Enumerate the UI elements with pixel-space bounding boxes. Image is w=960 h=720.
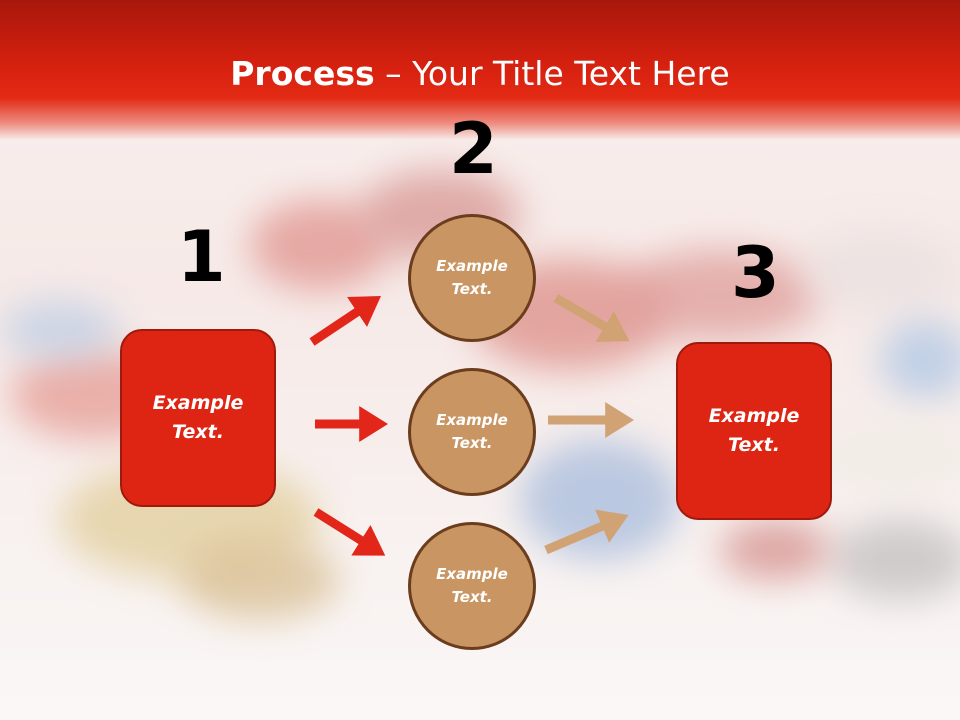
- title-bold: Process: [230, 54, 375, 93]
- header-band: [0, 0, 960, 140]
- title-rest: – Your Title Text Here: [374, 54, 730, 93]
- arrow-left-to-bottom-circle: [313, 508, 386, 556]
- pill-blur: [830, 520, 960, 600]
- pill-blur: [620, 250, 820, 340]
- left-box: Example Text.: [120, 329, 276, 507]
- right-box-text: Example Text.: [708, 405, 800, 456]
- pill-blur: [0, 300, 120, 360]
- arrow-bottom-circle-to-right: [544, 509, 629, 555]
- slide-title: Process – Your Title Text Here: [0, 54, 960, 94]
- arrow-top-circle-to-right: [553, 294, 630, 343]
- step-number-2: 2: [449, 108, 498, 190]
- circle-top: Example Text.: [408, 214, 536, 342]
- circle-bottom-text: Example Text.: [436, 565, 508, 606]
- circle-top-text: Example Text.: [436, 257, 508, 298]
- right-box: Example Text.: [676, 342, 832, 520]
- pill-blur: [820, 420, 960, 490]
- pill-blur: [720, 520, 830, 580]
- circle-middle-text: Example Text.: [436, 411, 508, 452]
- pill-blur: [800, 230, 960, 310]
- step-number-1: 1: [177, 216, 226, 298]
- circle-middle: Example Text.: [408, 368, 536, 496]
- circle-bottom: Example Text.: [408, 522, 536, 650]
- pill-blur: [880, 320, 960, 400]
- arrow-left-to-top-circle: [309, 296, 381, 346]
- step-number-3: 3: [731, 232, 780, 314]
- pill-blur: [180, 540, 340, 620]
- left-box-text: Example Text.: [152, 392, 244, 443]
